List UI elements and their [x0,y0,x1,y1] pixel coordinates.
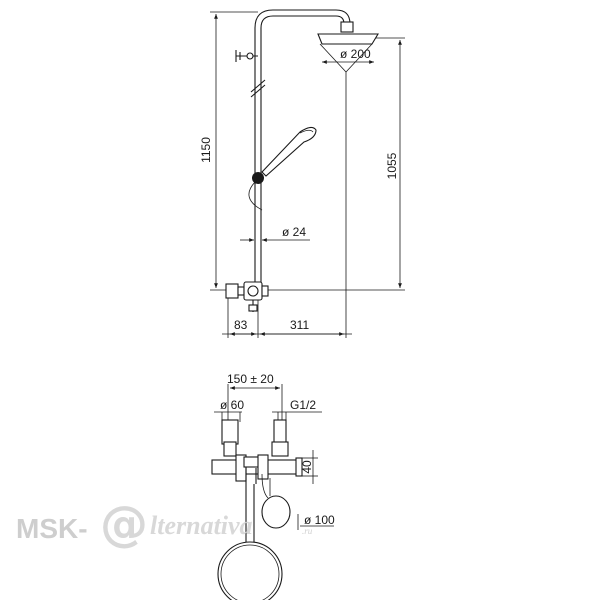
height-total-label: 1150 [199,137,213,163]
watermark-brand: MSK- [16,513,88,544]
hand-shower [261,126,317,177]
center-distance-label: 150 ± 20 [227,372,274,386]
connector-diameter-label: ø 60 [220,398,244,412]
right-wall-connector [273,419,287,445]
head-diameter-label: ø 200 [340,47,371,61]
front-rain-head [217,541,283,600]
hand-head-diameter-label: ø 100 [304,513,335,527]
mixer-knob [225,283,239,299]
watermark-word: lternativa [150,511,253,540]
front-view: 150 ± 20 ø 60 G1/2 40 [211,372,335,600]
hand-shower-holder [252,172,264,184]
rain-head [317,33,379,45]
thread-label: G1/2 [290,398,316,412]
height-label: 40 [300,460,314,474]
watermark: MSK- @ lternativa .ru [16,496,313,552]
watermark-domain: .ru [302,526,313,536]
height-head-label: 1055 [385,152,399,179]
front-hand-shower [261,495,291,529]
watermark-at: @ [100,496,148,552]
offset-right-label: 311 [290,318,309,332]
left-wall-connector [221,419,239,445]
offset-left-label: 83 [234,318,248,332]
side-view: 1150 1055 ø 200 [199,9,405,338]
pipe-diameter-label: ø 24 [282,225,306,239]
